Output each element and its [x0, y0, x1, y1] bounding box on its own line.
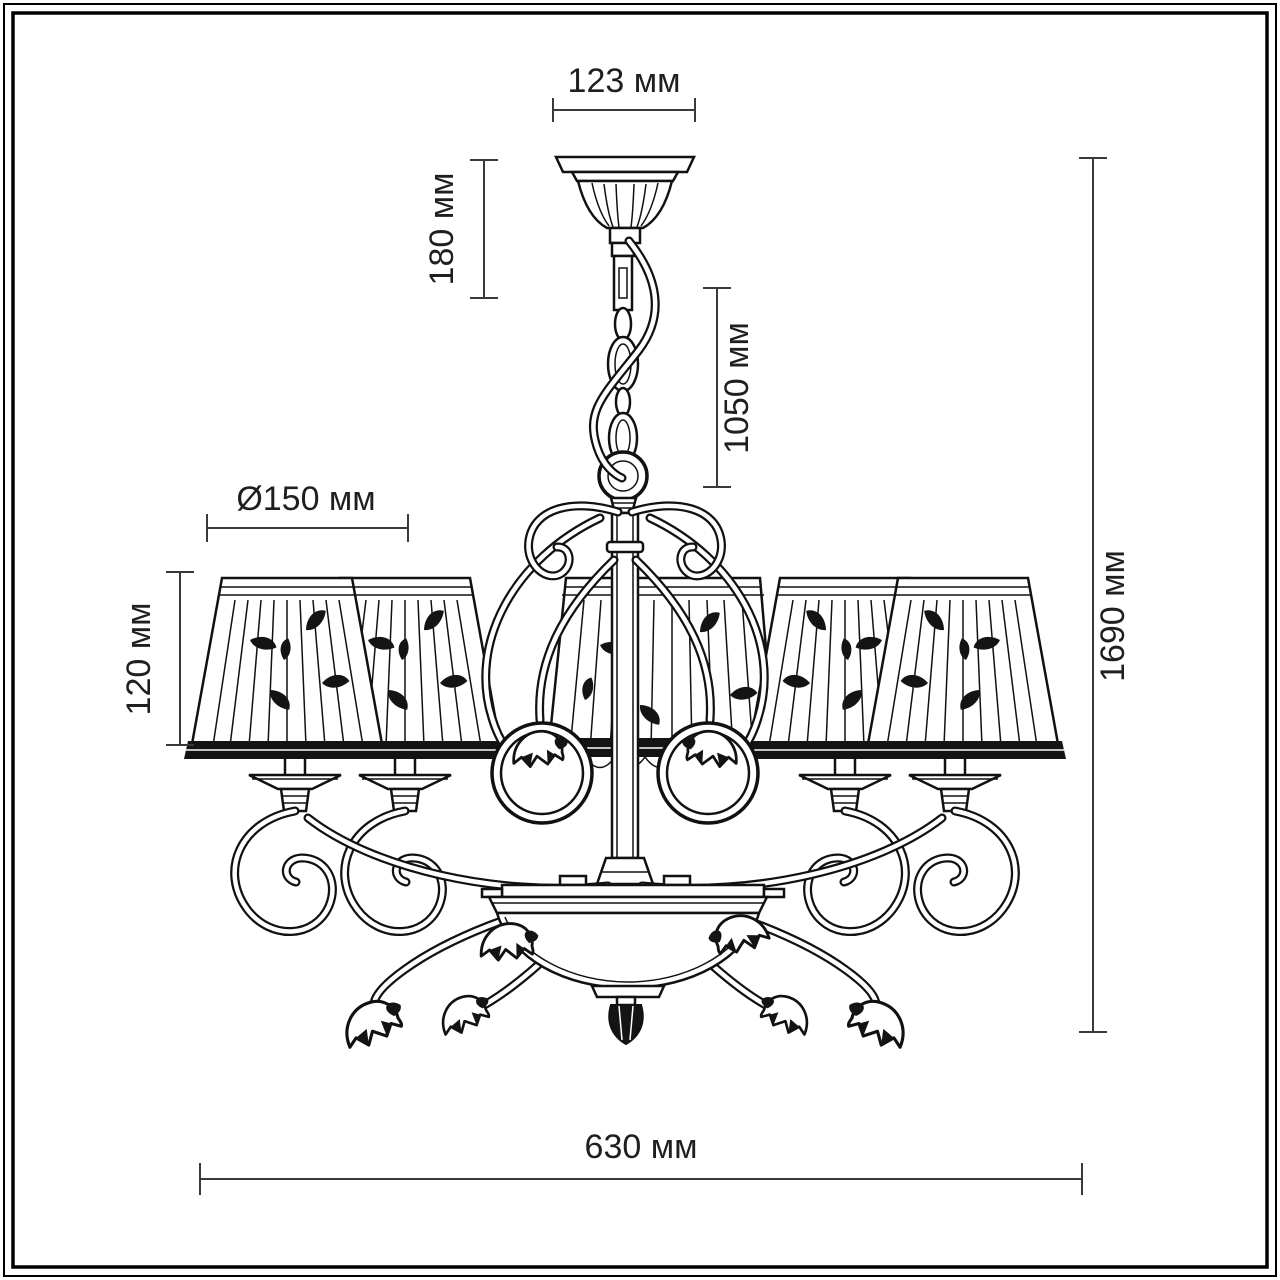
dim-canopy-width: 123 мм: [552, 62, 696, 122]
dim-shade-height: 120 мм: [120, 571, 194, 746]
center-column: [595, 511, 655, 886]
dim-label-shade-diameter: Ø150 мм: [236, 480, 375, 518]
dim-label-canopy-drop: 180 мм: [423, 173, 461, 286]
arm-mounting-plate: [480, 874, 786, 899]
dim-overall-height: 1690 мм: [1079, 157, 1132, 1033]
dim-overall-width: 630 мм: [199, 1128, 1083, 1195]
dim-label-suspension-length: 1050 мм: [718, 322, 756, 454]
bottom-finial: [608, 995, 644, 1046]
dim-suspension-length: 1050 мм: [703, 287, 756, 488]
ceiling-canopy: [554, 155, 696, 245]
dim-shade-diameter: Ø150 мм: [206, 480, 409, 542]
dim-canopy-drop: 180 мм: [423, 159, 498, 299]
dim-label-overall-height: 1690 мм: [1094, 550, 1132, 682]
suspension-chain: [606, 241, 640, 465]
dim-label-canopy-width: 123 мм: [568, 62, 681, 100]
border-frame: [3, 3, 1277, 1277]
dim-label-shade-height: 120 мм: [120, 603, 158, 716]
dim-label-overall-width: 630 мм: [585, 1128, 698, 1166]
